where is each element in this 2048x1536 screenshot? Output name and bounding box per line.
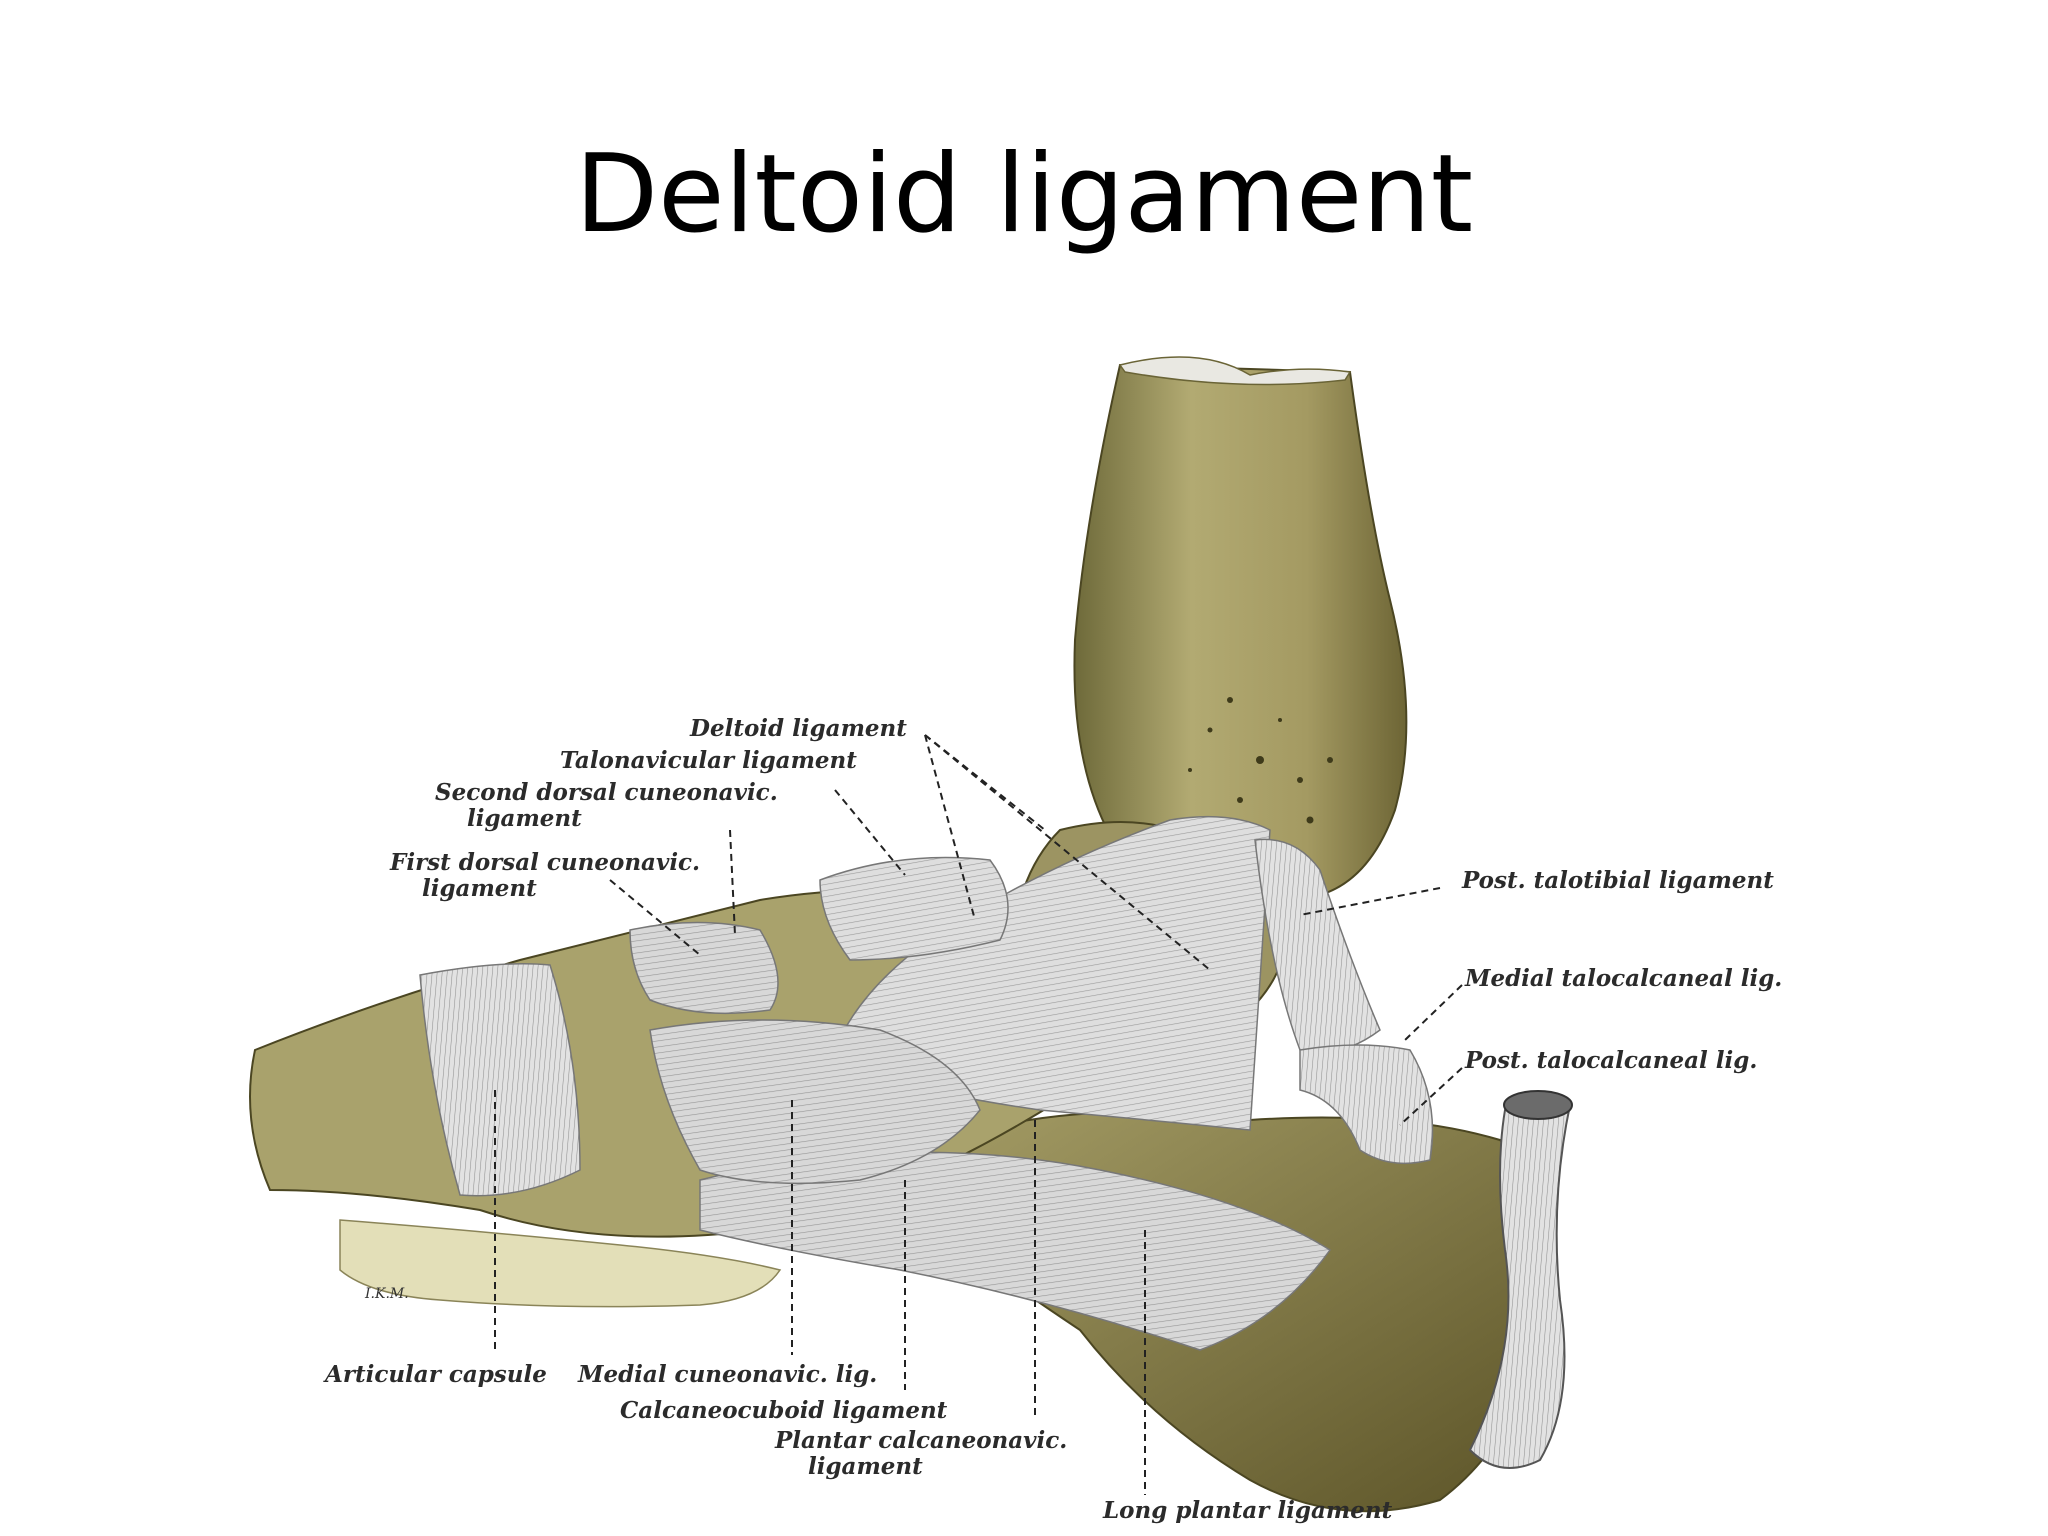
label-medial-cuneonavicular-ligament: Medial cuneonavic. lig. (578, 1361, 878, 1388)
label-line: ligament (808, 1453, 923, 1481)
label-line: Second dorsal cuneonavic. (435, 779, 778, 806)
tibia-bone (1073, 363, 1408, 897)
talocalcaneal-band (1299, 1044, 1434, 1165)
label-line: First dorsal cuneonavic. (390, 849, 701, 876)
dorsal-cuneonavicular-band (629, 921, 779, 1015)
medial-cuneonavicular-band (649, 1019, 981, 1185)
slide-title: Deltoid ligament (574, 132, 1474, 257)
label-medial-talocalcaneal-ligament: Medial talocalcaneal lig. (1465, 965, 1783, 992)
label-long-plantar-ligament: Long plantar ligament (1103, 1497, 1393, 1524)
post-talotibial-band (1254, 838, 1381, 1054)
talonavicular-band (819, 856, 1009, 961)
label-plantar-calcaneonavicular-ligament: Plantar calcaneonavic. ligament (775, 1427, 1068, 1481)
label-line: ligament (467, 805, 582, 833)
label-deltoid-ligament: Deltoid ligament (690, 715, 907, 742)
tibia-cut-surface (1118, 356, 1352, 386)
label-post-talocalcaneal-ligament: Post. talocalcaneal lig. (1465, 1047, 1758, 1074)
label-line: Plantar calcaneonavic. (775, 1427, 1068, 1454)
label-line: ligament (422, 875, 537, 903)
label-articular-capsule: Articular capsule (325, 1361, 547, 1388)
label-post-talotibial-ligament: Post. talotibial ligament (1462, 867, 1774, 894)
label-second-dorsal-cuneonavicular: Second dorsal cuneonavic. ligament (435, 779, 778, 833)
label-calcaneocuboid-ligament: Calcaneocuboid ligament (620, 1397, 948, 1424)
leader-lines (494, 734, 1463, 1495)
plantar-ligament-bands (699, 1151, 1332, 1351)
bone-pores (1188, 697, 1333, 824)
label-talonavicular-ligament: Talonavicular ligament (560, 747, 857, 774)
achilles-cut-end (1503, 1090, 1573, 1120)
plantar-bone-shadow (339, 1219, 782, 1308)
artist-initials: I.K.M. (364, 1286, 409, 1302)
articular-capsule-band (419, 963, 581, 1197)
label-first-dorsal-cuneonavicular: First dorsal cuneonavic. ligament (390, 849, 701, 903)
achilles-tendon-stump (1468, 1097, 1572, 1469)
